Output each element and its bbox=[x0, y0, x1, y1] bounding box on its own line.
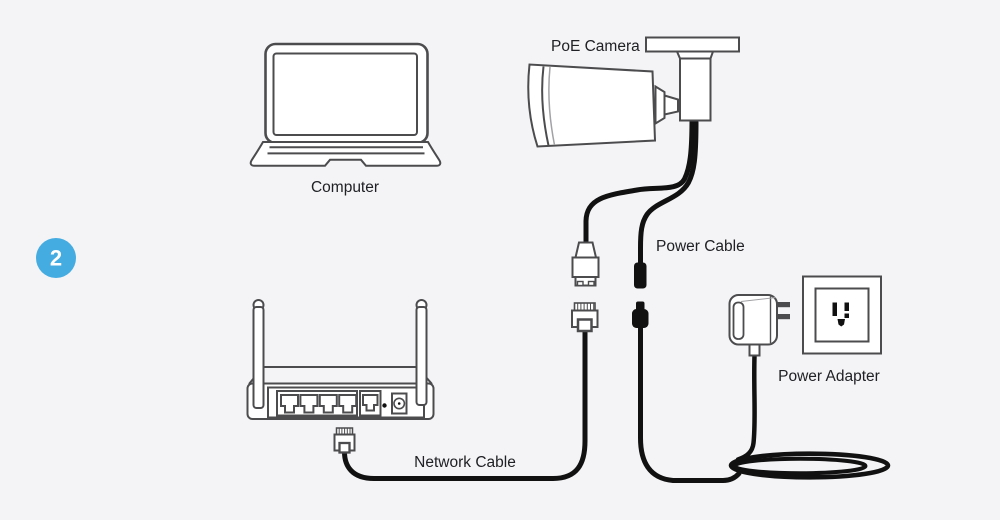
dc-jack-icon bbox=[634, 262, 647, 289]
camera-network-pigtail bbox=[583, 117, 695, 246]
router-icon bbox=[246, 299, 435, 420]
cable-coil-icon bbox=[728, 451, 891, 480]
label-poe-camera: PoE Camera bbox=[551, 38, 640, 55]
laptop-icon bbox=[249, 42, 442, 167]
lan-port-icon bbox=[280, 394, 299, 414]
dc-plug-icon bbox=[632, 301, 649, 328]
adapter-cord bbox=[735, 353, 757, 462]
camera-power-pigtail bbox=[638, 119, 699, 267]
lan-port-icon bbox=[338, 394, 358, 414]
network-cable-path bbox=[342, 328, 588, 481]
step-badge: 2 bbox=[36, 238, 76, 278]
label-network-cable: Network Cable bbox=[414, 454, 516, 471]
power-adapter-icon bbox=[728, 294, 790, 357]
lan-port-icon bbox=[299, 394, 319, 414]
router-antenna-icon bbox=[252, 299, 265, 409]
poe-camera-icon bbox=[527, 36, 740, 267]
rj45-plug-router-icon bbox=[333, 427, 356, 454]
label-power-cable: Power Cable bbox=[656, 238, 745, 255]
step-number: 2 bbox=[50, 246, 62, 271]
router-antenna-icon bbox=[415, 299, 428, 406]
rj45-coupler-icon bbox=[571, 241, 600, 287]
reset-dot bbox=[382, 403, 387, 408]
wall-outlet-icon bbox=[802, 275, 882, 355]
adapter-prong bbox=[777, 314, 790, 320]
wan-port-icon bbox=[362, 394, 379, 412]
adapter-prong bbox=[777, 302, 790, 308]
label-computer: Computer bbox=[311, 179, 379, 196]
lan-port-icon bbox=[318, 394, 338, 414]
label-power-adapter: Power Adapter bbox=[778, 368, 880, 385]
power-cable-path bbox=[638, 323, 742, 483]
rj45-plug-network-icon bbox=[571, 302, 599, 333]
